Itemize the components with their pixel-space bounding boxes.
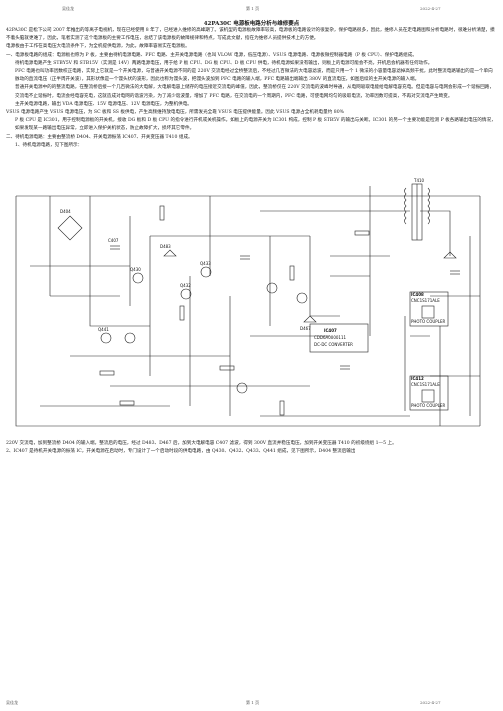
- label-ic408-part: CNC1S171ALE: [411, 298, 440, 303]
- paragraph-intro: 42PA30C 是松下公司 2007 年推出的等离子电视机，现在已经使用 8 年…: [6, 28, 495, 42]
- label-d404: D404: [60, 209, 71, 214]
- document-body-continued: 220V 交流电，加到整流桥 D404 的输入端，整流后的电压，经过 D483、…: [6, 440, 497, 456]
- section-heading-1: 一、电源板电路的组成：电源板也称为 P 板，主要由待机电源电路、PFC 电路、主…: [6, 52, 417, 58]
- label-ic408-desc: PHOTO COUPLER: [411, 319, 445, 324]
- label-q430: Q430: [130, 267, 141, 272]
- paragraph-pfc: PFC 电路也叫功率因数校正电路，实际上它就是一个开关电源，与普通开关电源不同的…: [15, 69, 493, 83]
- label-c407: C407: [108, 238, 119, 243]
- label-q441: Q441: [98, 327, 109, 332]
- label-ic407-desc: DC-DC CONVERTER: [314, 342, 353, 347]
- footer-page: 第 1 页: [246, 700, 260, 705]
- label-ic407-part: CDD6A0000111: [314, 335, 347, 340]
- paragraph-standby: 待机电源电路产生 STBY5V 和 STB15V（实测是 14V）两路电源电压，…: [15, 60, 433, 66]
- paragraph-ic407-start: 2、IC407 是待机开关电源的振荡 IC，开关电源在启动时，专门设计了一个启动…: [6, 449, 356, 455]
- standby-circuit-schematic: T410 IC407 CDD6A0000111 DC-DC CONVERTER …: [15, 178, 481, 427]
- label-t410: T410: [413, 178, 425, 183]
- label-ic408: IC408: [411, 292, 424, 297]
- paragraph-vsus: VSUS 电源电路产生 VSUS 电源电压，为 SC 板和 SS 板供电，产生高…: [6, 110, 345, 116]
- label-q433: Q433: [200, 261, 211, 266]
- paragraph-rectifier: 普通开关电源中的的整流电路，在整流桥后接一个几百微法的大电解，大电解电容上储存的…: [15, 85, 494, 99]
- label-ic412-desc: PHOTO COUPLER: [411, 403, 445, 408]
- document-title: 42PA30C 电源板电路分析与维修要点: [203, 21, 300, 27]
- footer-date: 2022-4-27: [420, 700, 441, 705]
- label-ic412-part: CNC1S171ALE: [411, 382, 440, 387]
- label-d467: D467: [300, 326, 311, 331]
- label-d483: D483: [160, 244, 171, 249]
- page-header: 吴佳龙 第 1 页 2022-4-27: [0, 4, 503, 14]
- paragraph-intro-2: 电源板由于工作在高电压大电流条件下，为全机提供电源，为此，故障率容易实在电源板。: [6, 44, 190, 50]
- footer-author: 吴佳龙: [6, 700, 18, 705]
- label-ic412: IC412: [411, 376, 424, 381]
- header-page: 第 1 页: [246, 6, 260, 11]
- paragraph-ac-input: 220V 交流电，加到整流桥 D404 的输入端，整流后的电压，经过 D483、…: [6, 441, 397, 446]
- paragraph-main-psu: 主开关电源电路，输出 VDA 电源电压、15V 电源电压、12V 电源电压，为整…: [15, 101, 192, 107]
- header-date: 2022-4-27: [420, 6, 441, 11]
- figure-caption: 1、待机电源电路，见下图所示：: [15, 142, 83, 148]
- header-author: 吴佳龙: [62, 6, 74, 11]
- section-heading-2: 二、待机电源电路：主要由整流桥 D404、开关电源振荡 IC407、开关变压器 …: [6, 134, 193, 140]
- page-footer: 吴佳龙 第 1 页 2022-4-27: [0, 698, 503, 708]
- paragraph-pcpu: P 板 CPU 是 IC301，用于控制电源板的开关机，接收 DG 板和 D 板…: [15, 118, 496, 132]
- document-body: 42PA30C 是松下公司 2007 年推出的等离子电视机，现在已经使用 8 年…: [6, 27, 497, 150]
- label-ic407: IC407: [324, 328, 337, 333]
- label-q432: Q432: [180, 283, 191, 288]
